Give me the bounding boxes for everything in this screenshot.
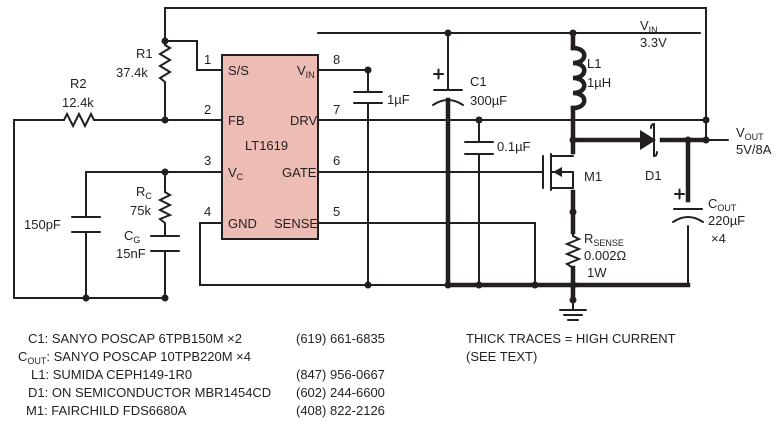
svg-text:R1: R1 <box>136 46 153 61</box>
thick-traces-note: THICK TRACES = HIGH CURRENT (SEE TEXT) <box>466 331 676 364</box>
schottky-diode-d1: D1 <box>640 122 662 183</box>
capacitor-c1: C1 300µF <box>432 68 507 108</box>
svg-text:3.3V: 3.3V <box>640 35 667 50</box>
capacitor-cout: COUT 220µF ×4 <box>672 188 745 246</box>
svg-text:0.1µF: 0.1µF <box>497 139 531 154</box>
svg-text:220µF: 220µF <box>708 213 745 228</box>
svg-text:1W: 1W <box>587 265 607 280</box>
svg-text:D1: D1 <box>645 168 662 183</box>
pin-label-drv: DRV <box>290 113 318 128</box>
svg-text:(SEE TEXT): (SEE TEXT) <box>466 349 537 364</box>
svg-text:M1: FAIRCHILD FDS6680A: M1: FAIRCHILD FDS6680A <box>26 403 187 418</box>
svg-text:75k: 75k <box>130 203 151 218</box>
svg-text:THICK TRACES = HIGH CURRENT: THICK TRACES = HIGH CURRENT <box>466 331 676 346</box>
svg-text:L1: L1 <box>587 56 601 71</box>
inductor-l1: L1 1µH <box>570 45 611 111</box>
svg-text:RC: RC <box>136 184 152 201</box>
ic-body <box>221 54 319 240</box>
svg-text:37.4k: 37.4k <box>116 65 148 80</box>
pin-label-fb: FB <box>228 113 245 128</box>
resistor-r1: R1 37.4k <box>116 41 172 83</box>
ic-lt1619: LT1619 S/S VIN FB DRV VC GATE GND SENSE … <box>204 52 340 240</box>
capacitor-0-1uf: 0.1µF <box>464 139 531 155</box>
svg-text:COUT: SANYO POSCAP 10TPB220M ×: COUT: SANYO POSCAP 10TPB220M ×4 <box>18 349 251 366</box>
pin-number-6: 6 <box>333 153 340 168</box>
thin-wires <box>13 7 729 299</box>
svg-text:5V/8A: 5V/8A <box>736 142 772 157</box>
pin-number-3: 3 <box>204 153 211 168</box>
svg-text:(619) 661-6835: (619) 661-6835 <box>296 331 385 346</box>
svg-text:(847) 956-0667: (847) 956-0667 <box>296 367 385 382</box>
bom-row: L1: SUMIDA CEPH149-1R0 (847) 956-0667 <box>31 367 385 382</box>
pin-number-8: 8 <box>333 52 340 67</box>
resistor-r2: R2 12.4k <box>60 76 97 129</box>
capacitor-1uf: 1µF <box>353 91 410 107</box>
svg-text:(602) 244-6600: (602) 244-6600 <box>296 385 385 400</box>
resistor-rsense: RSENSE 0.002Ω 1W <box>564 231 627 280</box>
pin-number-5: 5 <box>333 204 340 219</box>
svg-text:D1: ON SEMICONDUCTOR MBR1454CD: D1: ON SEMICONDUCTOR MBR1454CD <box>28 385 271 400</box>
bom-table: C1: SANYO POSCAP 6TPB150M ×2 (619) 661-6… <box>18 331 385 418</box>
svg-text:R2: R2 <box>70 76 87 91</box>
svg-text:1µH: 1µH <box>587 75 611 90</box>
svg-text:150pF: 150pF <box>24 217 61 232</box>
svg-text:CG: CG <box>124 228 140 245</box>
svg-text:RSENSE: RSENSE <box>584 231 624 248</box>
svg-text:COUT: COUT <box>708 196 737 213</box>
pin-label-gate: GATE <box>282 165 317 180</box>
pin-label-vc: VC <box>228 165 244 182</box>
pin-label-vin: VIN <box>297 63 315 80</box>
svg-text:×4: ×4 <box>711 231 726 246</box>
svg-text:15nF: 15nF <box>116 246 146 261</box>
bom-row: M1: FAIRCHILD FDS6680A (408) 822-2126 <box>26 403 385 418</box>
pin-label-ss: S/S <box>228 63 249 78</box>
capacitor-150pf: 150pF <box>24 216 101 233</box>
svg-text:1µF: 1µF <box>387 92 410 107</box>
bom-row: COUT: SANYO POSCAP 10TPB220M ×4 <box>18 349 251 366</box>
svg-text:300µF: 300µF <box>470 93 507 108</box>
pin-number-4: 4 <box>204 204 211 219</box>
svg-text:(408) 822-2126: (408) 822-2126 <box>296 403 385 418</box>
svg-text:C1: SANYO POSCAP 6TPB150M ×2: C1: SANYO POSCAP 6TPB150M ×2 <box>28 331 242 346</box>
capacitor-cg: CG 15nF <box>116 228 180 261</box>
resistor-rc: RC 75k <box>130 184 173 224</box>
ic-name: LT1619 <box>245 138 288 153</box>
svg-text:L1: SUMIDA CEPH149-1R0: L1: SUMIDA CEPH149-1R0 <box>31 367 192 382</box>
bom-row: D1: ON SEMICONDUCTOR MBR1454CD (602) 244… <box>28 385 385 400</box>
svg-text:VIN: VIN <box>640 18 658 35</box>
pin-number-1: 1 <box>204 52 211 67</box>
bom-row: C1: SANYO POSCAP 6TPB150M ×2 (619) 661-6… <box>28 331 385 346</box>
svg-text:M1: M1 <box>584 169 602 184</box>
svg-text:0.002Ω: 0.002Ω <box>584 248 627 263</box>
vin-rail-label: VIN 3.3V <box>640 18 667 50</box>
junction-dots <box>82 29 710 304</box>
svg-text:C1: C1 <box>470 74 487 89</box>
pin-number-7: 7 <box>333 102 340 117</box>
pin-label-gnd: GND <box>228 216 257 231</box>
pin-label-sense: SENSE <box>274 216 318 231</box>
svg-text:VOUT: VOUT <box>736 125 764 142</box>
mosfet-m1: M1 <box>542 153 602 191</box>
vout-rail-label: VOUT 5V/8A <box>736 125 772 157</box>
svg-text:12.4k: 12.4k <box>62 95 94 110</box>
pin-number-2: 2 <box>204 102 211 117</box>
